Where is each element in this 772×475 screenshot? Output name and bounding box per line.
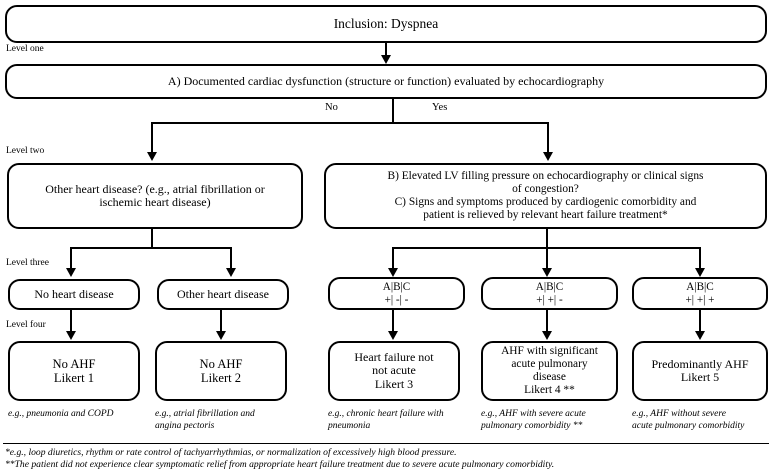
level-three-label: Level three xyxy=(6,258,49,268)
node-outcome-likert-3: Heart failure not not acute Likert 3 xyxy=(328,341,460,401)
node-other-heart-disease-question-label: Other heart disease? (e.g., atrial fibri… xyxy=(45,181,265,209)
node-abc-combination-1: A|B|C +| -| - xyxy=(328,277,465,310)
connector-drop-right-level-two xyxy=(547,122,549,154)
node-abc-combination-2: A|B|C +| +| - xyxy=(481,277,618,310)
footnote-divider xyxy=(3,443,769,444)
arrowhead-outcome5 xyxy=(695,331,705,340)
level-one-label: Level one xyxy=(6,44,44,54)
node-abc-combination-1-header: A|B|C xyxy=(382,280,411,293)
arrowhead-outcome3 xyxy=(388,331,398,340)
node-no-heart-disease-label: No heart disease xyxy=(34,286,114,301)
node-question-a: A) Documented cardiac dysfunction (struc… xyxy=(5,64,767,99)
node-abc-combination-2-values: +| +| - xyxy=(536,293,563,306)
arrowhead-outcome1 xyxy=(66,331,76,340)
arrowhead-left-level-two xyxy=(147,152,157,161)
node-question-bc-label: B) Elevated LV filling pressure on echoc… xyxy=(387,170,704,221)
caption-outcome-4: e.g., AHF with severe acute pulmonary co… xyxy=(481,409,586,431)
connector-inclusion-to-a xyxy=(385,43,387,57)
node-inclusion: Inclusion: Dyspnea xyxy=(5,5,767,43)
node-abc-combination-2-header: A|B|C xyxy=(535,280,564,293)
node-outcome-likert-2: No AHF Likert 2 xyxy=(155,341,287,401)
arrowhead-right-level-two xyxy=(543,152,553,161)
arrowhead-r3 xyxy=(695,268,705,277)
caption-outcome-2: e.g., atrial fibrillation and angina pec… xyxy=(155,409,255,431)
connector-l2-to-outcome2 xyxy=(220,310,222,333)
node-abc-combination-3-values: +| +| + xyxy=(685,293,715,306)
node-outcome-likert-5: Predominantly AHF Likert 5 xyxy=(632,341,768,401)
node-outcome-likert-1-label: No AHF Likert 1 xyxy=(52,356,96,385)
connector-drop-r3 xyxy=(699,247,701,270)
connector-drop-r1 xyxy=(392,247,394,270)
branch-label-no: No xyxy=(325,102,338,113)
connector-drop-l1 xyxy=(70,247,72,270)
node-question-a-label: A) Documented cardiac dysfunction (struc… xyxy=(167,73,605,88)
footnote-double-star: **The patient did not experience clear s… xyxy=(5,459,555,470)
arrowhead-outcome2 xyxy=(216,331,226,340)
connector-drop-r2 xyxy=(546,247,548,270)
node-no-heart-disease: No heart disease xyxy=(8,279,140,310)
node-inclusion-label: Inclusion: Dyspnea xyxy=(333,16,439,32)
arrowhead-inclusion-to-a xyxy=(381,55,391,64)
connector-r3-to-outcome5 xyxy=(699,310,701,333)
connector-split-level-two xyxy=(151,122,549,124)
connector-drop-left-level-two xyxy=(151,122,153,154)
node-outcome-likert-4: AHF with significant acute pulmonary dis… xyxy=(481,341,618,401)
node-abc-combination-3-header: A|B|C xyxy=(686,280,714,293)
caption-outcome-5: e.g., AHF without severe acute pulmonary… xyxy=(632,409,745,431)
connector-a-stem xyxy=(392,99,394,123)
node-other-heart-disease-label: Other heart disease xyxy=(177,286,269,301)
connector-right-level-two-stem xyxy=(546,229,548,248)
caption-outcome-1: e.g., pneumonia and COPD xyxy=(8,409,114,419)
branch-label-yes: Yes xyxy=(432,102,448,113)
arrowhead-r1 xyxy=(388,268,398,277)
node-other-heart-disease: Other heart disease xyxy=(157,279,289,310)
level-four-label: Level four xyxy=(6,320,46,330)
footnote-single-star: *e.g., loop diuretics, rhythm or rate co… xyxy=(5,447,457,458)
arrowhead-r2 xyxy=(542,268,552,277)
node-outcome-likert-1: No AHF Likert 1 xyxy=(8,341,140,401)
node-abc-combination-1-values: +| -| - xyxy=(384,293,409,306)
arrowhead-outcome4 xyxy=(542,331,552,340)
node-outcome-likert-5-label: Predominantly AHF Likert 5 xyxy=(651,356,749,384)
node-question-bc: B) Elevated LV filling pressure on echoc… xyxy=(324,163,767,229)
node-outcome-likert-3-label: Heart failure not not acute Likert 3 xyxy=(354,349,434,391)
node-outcome-likert-4-label: AHF with significant acute pulmonary dis… xyxy=(501,345,598,396)
connector-r2-to-outcome4 xyxy=(546,310,548,333)
arrowhead-l1 xyxy=(66,268,76,277)
connector-split-level-three-left xyxy=(70,247,232,249)
connector-l1-to-outcome1 xyxy=(70,310,72,333)
caption-outcome-3: e.g., chronic heart failure with pneumon… xyxy=(328,409,444,431)
arrowhead-l2 xyxy=(226,268,236,277)
connector-drop-l2 xyxy=(230,247,232,270)
connector-r1-to-outcome3 xyxy=(392,310,394,333)
node-other-heart-disease-question: Other heart disease? (e.g., atrial fibri… xyxy=(7,163,303,229)
node-outcome-likert-2-label: No AHF Likert 2 xyxy=(199,356,243,385)
node-abc-combination-3: A|B|C +| +| + xyxy=(632,277,768,310)
connector-left-level-two-stem xyxy=(151,229,153,248)
level-two-label: Level two xyxy=(6,146,45,156)
